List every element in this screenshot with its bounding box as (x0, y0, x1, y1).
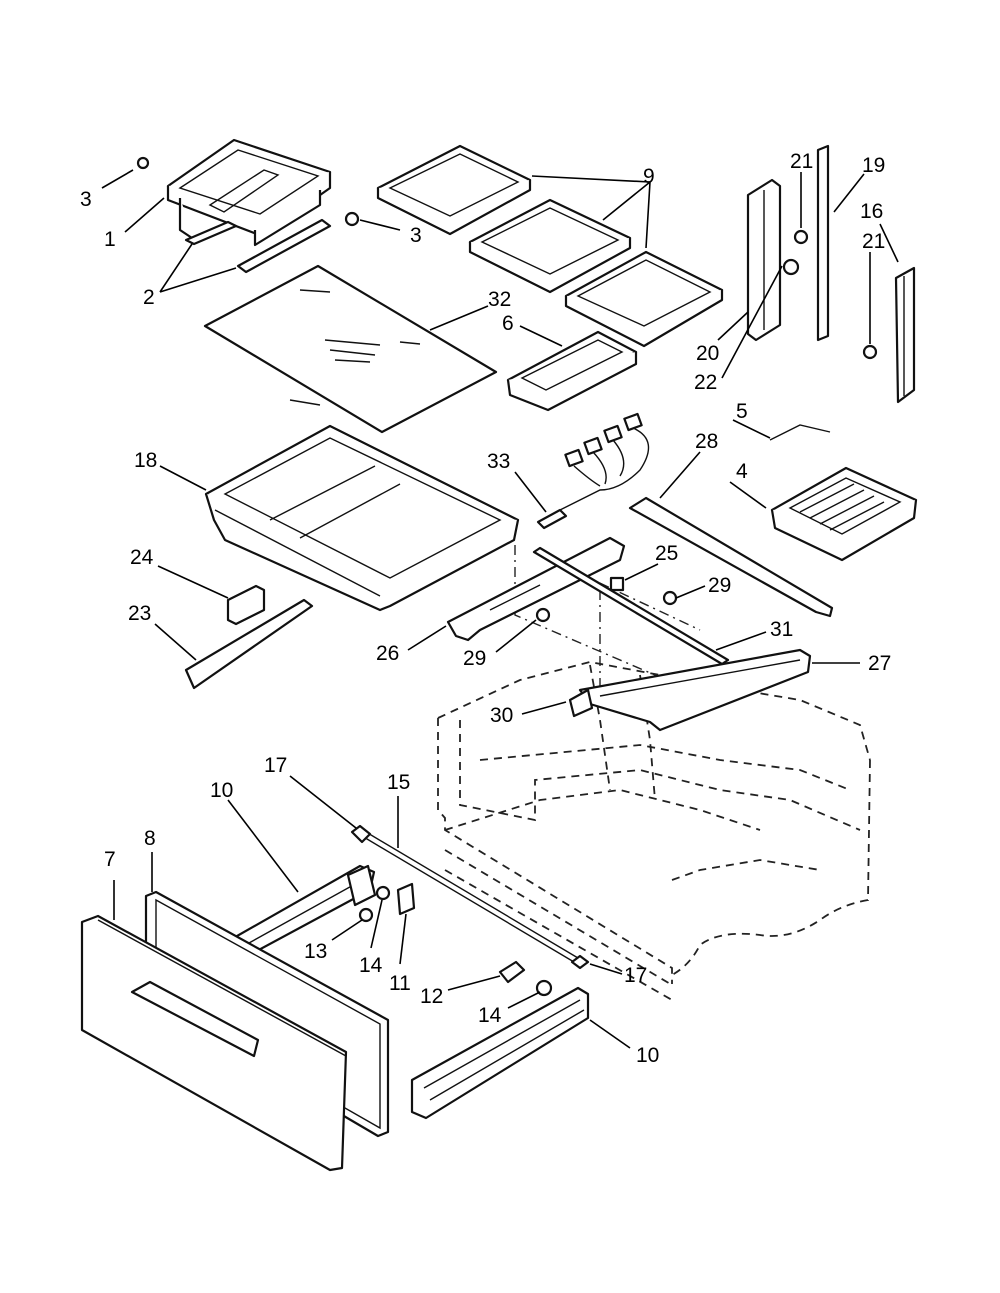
callout-19: 19 (862, 154, 885, 177)
part-16-right-vertical-rail (894, 266, 916, 404)
callout-3-left: 3 (80, 188, 92, 211)
callout-3-right: 3 (410, 224, 422, 247)
callout-25: 25 (655, 542, 678, 565)
part-7-door-panel (80, 914, 348, 1172)
callout-29-right: 29 (708, 574, 731, 597)
callout-17-top: 17 (264, 754, 287, 777)
callout-10-right: 10 (636, 1044, 659, 1067)
callout-10-left: 10 (210, 779, 233, 802)
callout-13: 13 (304, 940, 327, 963)
callout-14-left: 14 (359, 954, 383, 977)
part-21-screws (793, 229, 878, 360)
part-11-bracket (396, 882, 416, 916)
part-27-slide-rail (578, 648, 812, 732)
callout-20: 20 (696, 342, 719, 365)
callout-4: 4 (736, 460, 748, 483)
part-17-end-caps (350, 824, 590, 970)
callout-21-right: 21 (862, 230, 885, 253)
callout-14-right: 14 (478, 1004, 502, 1027)
part-10-left-slide-frame (228, 864, 377, 962)
part-25-connector (609, 576, 625, 592)
callout-26: 26 (376, 642, 399, 665)
callout-29-left: 29 (463, 647, 486, 670)
part-28-cross-rail (628, 496, 834, 618)
callout-28: 28 (695, 430, 718, 453)
part-14-washer-left (375, 885, 391, 901)
part-20-left-vertical-rail (746, 178, 782, 342)
callout-22: 22 (694, 371, 717, 394)
callout-33: 33 (487, 450, 510, 473)
part-5-drawer-cover (769, 424, 831, 441)
part-12-bracket (498, 960, 526, 984)
part-22-nut (782, 258, 800, 276)
callout-18: 18 (134, 449, 157, 472)
part-31-rod (532, 546, 730, 666)
callout-9: 9 (643, 165, 655, 188)
callout-16: 16 (860, 200, 883, 223)
part-18-crisper-drawer (204, 424, 520, 612)
part-9-shelves (376, 144, 724, 348)
callout-17-bottom: 17 (624, 964, 647, 987)
callout-21-top: 21 (790, 150, 813, 173)
part-14-washer-right (535, 979, 553, 997)
part-1-shelf-frame (136, 138, 360, 247)
part-33-wire-harness (536, 412, 650, 530)
part-32-glass-shelf (203, 264, 498, 434)
callout-labels: 3 1 3 2 9 32 6 21 19 16 21 20 22 5 28 4 … (80, 150, 891, 1067)
callout-6: 6 (502, 312, 514, 335)
part-26-bracket (446, 536, 626, 642)
callout-31: 31 (770, 618, 793, 641)
part-2-rails (184, 218, 332, 274)
callout-5: 5 (736, 400, 748, 423)
callout-1: 1 (104, 228, 116, 251)
part-6-bin (506, 330, 638, 412)
part-30-clip (568, 688, 594, 718)
leader-lines (101, 169, 899, 1049)
callout-8: 8 (144, 827, 156, 850)
callout-30: 30 (490, 704, 513, 727)
part-4-small-drawer (770, 466, 918, 562)
callout-23: 23 (128, 602, 151, 625)
callout-12: 12 (420, 985, 443, 1008)
part-24-clip (226, 584, 266, 626)
callout-15: 15 (387, 771, 410, 794)
callout-32: 32 (488, 288, 511, 311)
callout-7: 7 (104, 848, 116, 871)
part-23-rail (184, 598, 314, 690)
part-13-screw (358, 907, 374, 923)
part-15-rod (361, 831, 579, 963)
callout-11: 11 (389, 972, 411, 995)
callout-2: 2 (143, 286, 155, 309)
part-10-right-slide-frame (410, 986, 590, 1120)
callout-27: 27 (868, 652, 891, 675)
callout-24: 24 (130, 546, 154, 569)
part-19-vertical-strip (816, 144, 830, 342)
